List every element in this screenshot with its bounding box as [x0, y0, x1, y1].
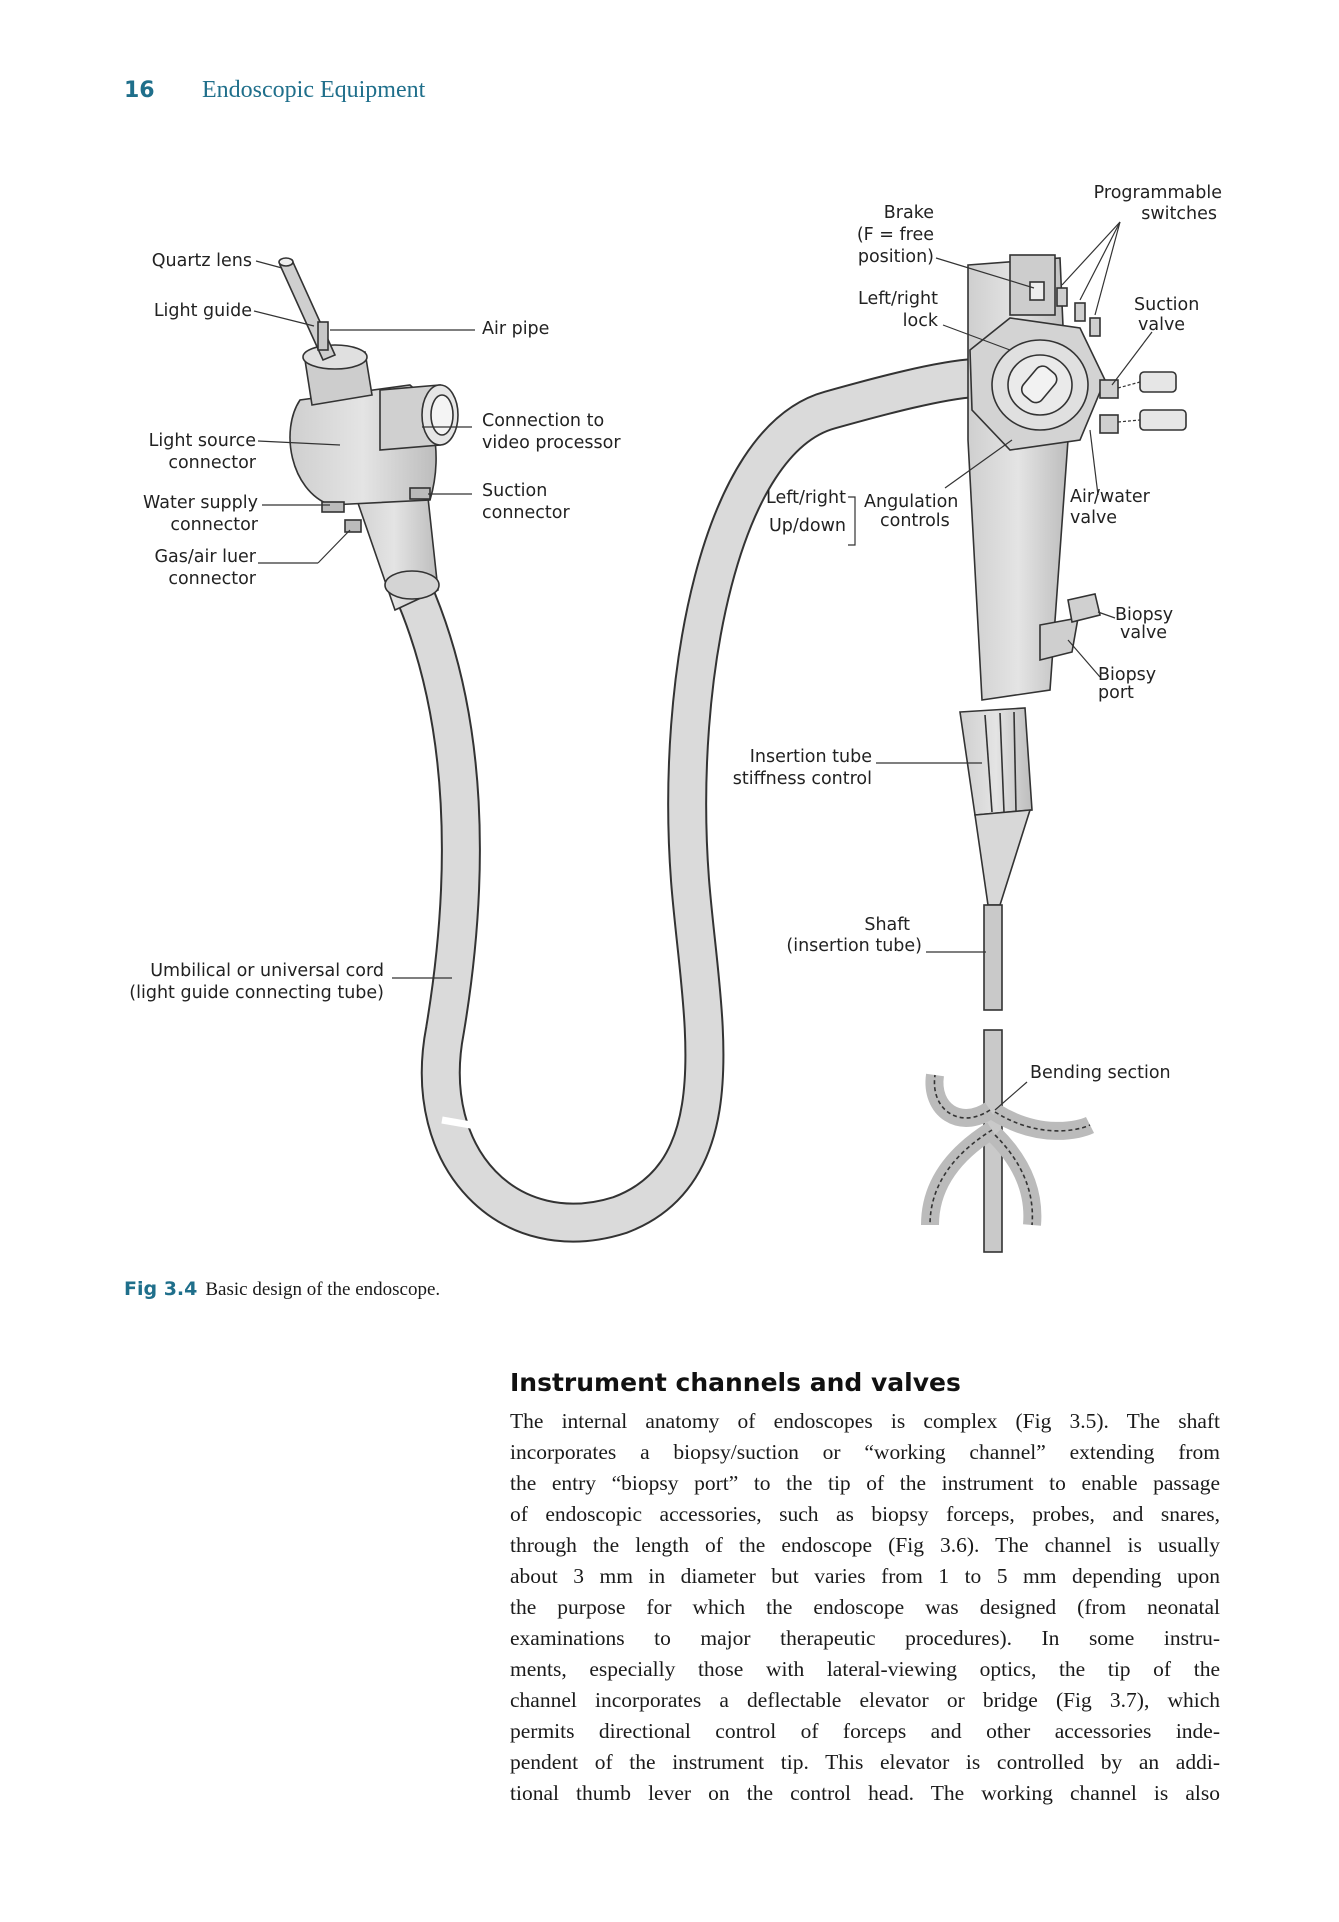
label-water-supply-1: Water supply: [143, 493, 258, 513]
label-air-water-1: Air/water: [1070, 487, 1151, 507]
label-lr-lock-1: Left/right: [858, 289, 938, 309]
label-suction-connector-1: Suction: [482, 481, 547, 501]
body-paragraph: The internal anatomy of endoscopes is co…: [510, 1406, 1220, 1809]
control-head-drawing: [921, 254, 1187, 1253]
label-connection-2: video processor: [482, 433, 621, 453]
label-biopsy-valve-2: valve: [1120, 623, 1167, 643]
body-line: ments, especially those with lateral-vie…: [510, 1657, 1220, 1681]
label-quartz-lens: Quartz lens: [152, 251, 252, 271]
label-shaft-2: (insertion tube): [786, 936, 922, 956]
label-brake-3: position): [858, 247, 934, 267]
body-line: incorporates a biopsy/suction or “workin…: [510, 1440, 1220, 1464]
label-connection-1: Connection to: [482, 411, 604, 431]
body-line: through the length of the endoscope (Fig…: [510, 1533, 1220, 1557]
control-head-leader-lines: [848, 221, 1153, 1111]
section-heading: Instrument channels and valves: [510, 1368, 961, 1397]
body-line: about 3 mm in diameter but varies from 1…: [510, 1564, 1220, 1588]
label-suction-valve-1: Suction: [1134, 295, 1199, 315]
label-programmable-1: Programmable: [1094, 183, 1222, 203]
body-line: the purpose for which the endoscope was …: [510, 1595, 1220, 1619]
endoscope-diagram: Quartz lens Light guide Air pipe Light s…: [129, 183, 1222, 1253]
body-line: channel incorporates a deflectable eleva…: [510, 1688, 1220, 1712]
running-head: Endoscopic Equipment: [202, 77, 426, 103]
body-line: the entry “biopsy port” to the tip of th…: [510, 1471, 1220, 1495]
body-line: pendent of the instrument tip. This elev…: [510, 1750, 1220, 1774]
label-angulation-2: controls: [880, 511, 950, 531]
label-biopsy-valve-1: Biopsy: [1115, 605, 1173, 625]
label-umbilical-2: (light guide connecting tube): [129, 983, 384, 1003]
label-umbilical-1: Umbilical or universal cord: [150, 961, 384, 981]
label-light-guide: Light guide: [154, 301, 252, 321]
label-bending-section: Bending section: [1030, 1063, 1171, 1083]
body-line: The internal anatomy of endoscopes is co…: [510, 1409, 1220, 1433]
body-line: examinations to major therapeutic proced…: [510, 1626, 1220, 1650]
label-brake-1: Brake: [884, 203, 934, 223]
body-line: of endoscopic accessories, such as biops…: [510, 1502, 1220, 1526]
connector-drawing: [278, 257, 977, 1243]
label-air-water-2: valve: [1070, 508, 1117, 528]
label-suction-connector-2: connector: [482, 503, 570, 523]
label-stiffness-2: stiffness control: [733, 769, 872, 789]
label-stiffness-1: Insertion tube: [750, 747, 872, 767]
label-brake-2: (F = free: [857, 225, 934, 245]
figure-caption: Fig 3.4 Basic design of the endoscope.: [124, 1278, 440, 1301]
label-up-down: Up/down: [769, 516, 846, 536]
label-angulation-1: Angulation: [864, 492, 958, 512]
label-gas-air-1: Gas/air luer: [154, 547, 256, 567]
body-line: permits directional control of forceps a…: [510, 1719, 1220, 1743]
figure-caption-label: Fig 3.4: [124, 1278, 198, 1300]
label-gas-air-2: connector: [168, 569, 256, 589]
connector-leader-lines: [253, 260, 475, 979]
body-line: tional thumb lever on the control head. …: [510, 1781, 1220, 1805]
label-shaft-1: Shaft: [864, 915, 910, 935]
label-biopsy-port-1: Biopsy: [1098, 665, 1156, 685]
label-air-pipe: Air pipe: [482, 319, 549, 339]
label-light-source-1: Light source: [149, 431, 256, 451]
label-suction-valve-2: valve: [1138, 315, 1185, 335]
label-programmable-2: switches: [1141, 204, 1217, 224]
label-left-right: Left/right: [766, 488, 846, 508]
label-lr-lock-2: lock: [903, 311, 939, 331]
page-number: 16: [124, 78, 155, 103]
figure-caption-text: Basic design of the endoscope.: [205, 1279, 441, 1300]
label-water-supply-2: connector: [170, 515, 258, 535]
label-biopsy-port-2: port: [1098, 683, 1134, 703]
label-light-source-2: connector: [168, 453, 256, 473]
